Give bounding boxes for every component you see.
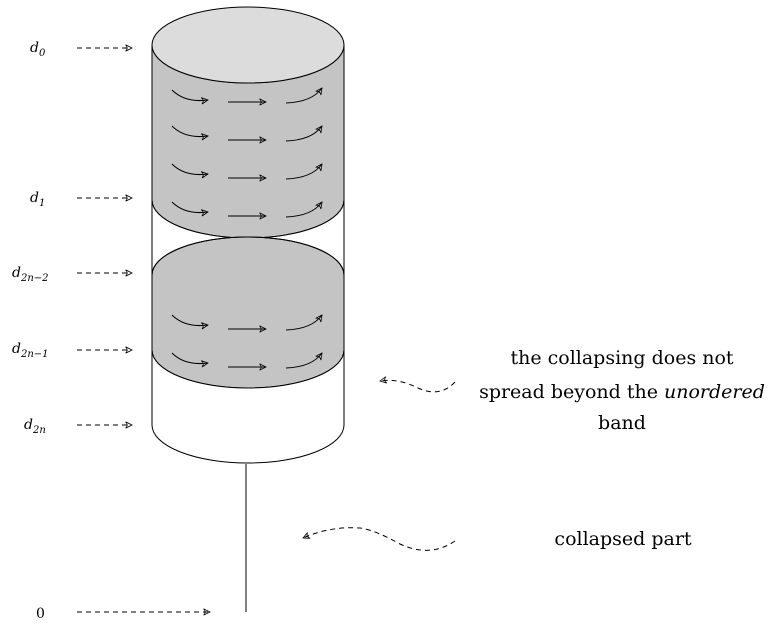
collapsed-part-annotation: collapsed part [554,528,691,550]
level-label-d0: d0 [30,40,46,59]
level-base: d [30,190,39,206]
upper-band-flow-arrows [171,88,322,217]
level-sub: 2n−2 [20,273,49,284]
svg-text:d2n−2: d2n−2 [12,265,49,284]
svg-text:d2n: d2n [24,417,46,436]
level-base: d [24,417,33,433]
level-label-d1: d1 [30,190,45,209]
level-sub: 0 [39,48,46,59]
lower-shaded-band [151,236,345,389]
unordered-band-annotation: the collapsing does not spread beyond th… [479,347,765,434]
annotation-line-3: band [598,412,646,434]
lower-band-flow-arrows [171,315,322,368]
svg-text:d1: d1 [30,190,45,209]
level-label-d2n-2: d2n−2 [12,265,49,284]
level-base: d [12,265,21,281]
annotation-line-1: the collapsing does not [510,347,733,369]
annotation-line-2-text: spread beyond the [479,381,664,403]
level-label-zero: 0 [36,606,45,622]
bottom-white-band [151,349,345,464]
annotation-emphasis: unordered [664,381,765,403]
level-label-d2n-1: d2n−1 [12,341,49,360]
lower-band-top-arc [151,236,345,276]
level-sub: 1 [39,198,45,209]
level-label-d2n: d2n [24,417,46,436]
level-base: d [30,40,39,56]
annotation-line-2: spread beyond the unordered [479,381,765,403]
svg-text:d2n−1: d2n−1 [12,341,49,360]
level-sub: 2n−1 [20,349,49,360]
unordered-annotation-arrow [380,380,456,393]
svg-text:d0: d0 [30,40,46,59]
cylinder-top-face [151,6,345,84]
level-pointer-arrows [77,48,210,612]
level-sub: 2n [32,425,46,436]
collapsed-annotation-arrow [303,527,456,551]
level-base: d [12,341,21,357]
